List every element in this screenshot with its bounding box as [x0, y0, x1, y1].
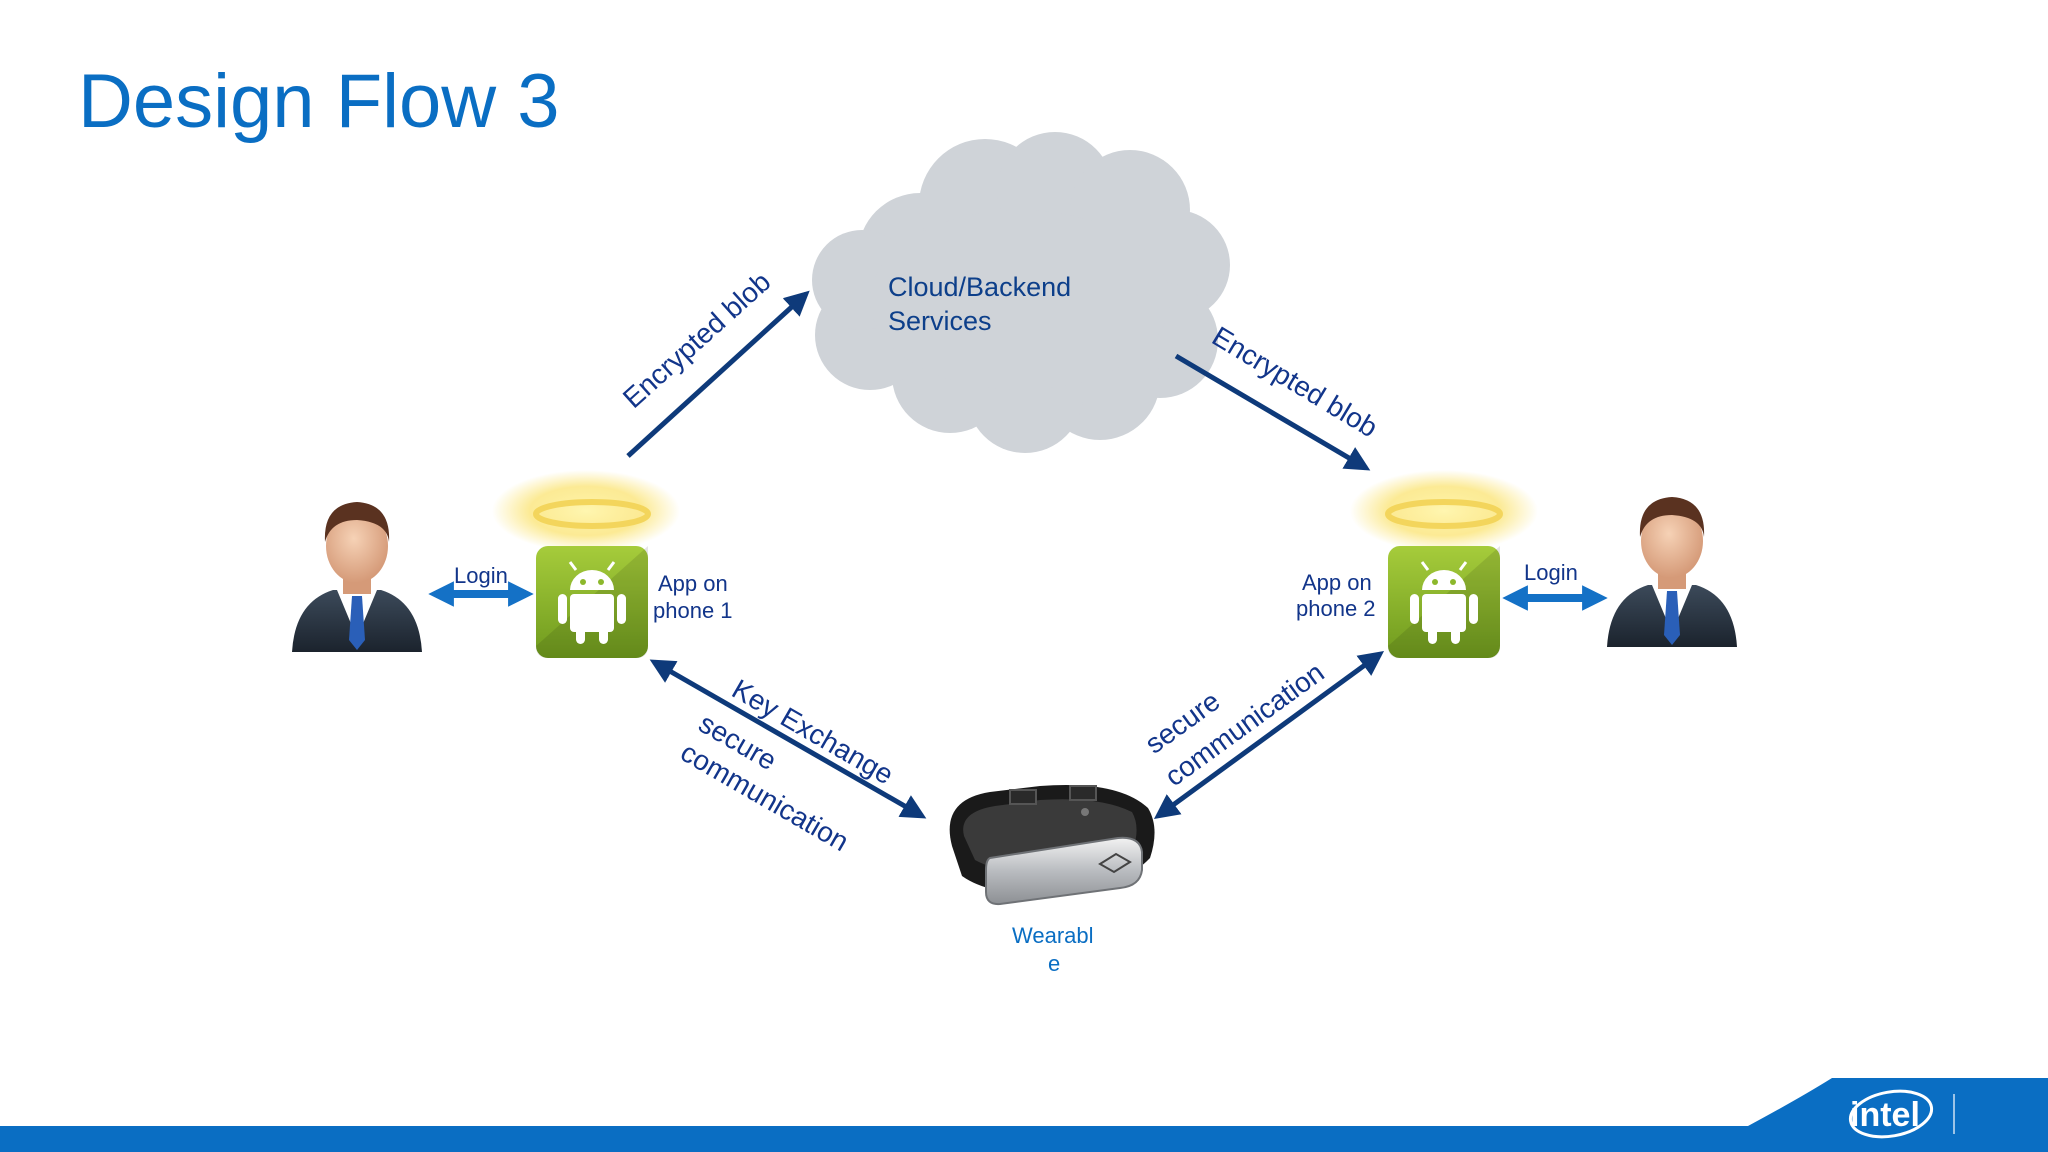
cloud-label-line1: Cloud/Backend — [888, 272, 1071, 302]
wearable-band-icon — [949, 784, 1155, 906]
intel-logo: intel — [1848, 1089, 1934, 1139]
user-avatar-left-icon — [292, 502, 422, 652]
cloud-icon — [812, 132, 1230, 453]
encrypted-blob-arrow-right — [1174, 353, 1371, 471]
footer-bar — [0, 1126, 2048, 1152]
halo-icon-left — [492, 470, 680, 552]
wearable-label-line2: e — [1048, 951, 1060, 976]
phone1-label-line2: phone 1 — [653, 598, 733, 623]
phone2-label-line1: App on — [1302, 570, 1372, 595]
halo-icon-right — [1350, 470, 1538, 552]
encrypted-blob-arrow-left — [626, 290, 810, 458]
footer-logo-tab — [1748, 1078, 2048, 1126]
slide-title: Design Flow 3 — [78, 59, 560, 144]
intel-logo-text: intel — [1850, 1096, 1920, 1134]
login-label-left: Login — [454, 563, 508, 588]
android-app-icon-left — [536, 546, 648, 658]
login-label-right: Login — [1524, 560, 1578, 585]
phone2-label-line2: phone 2 — [1296, 596, 1376, 621]
user-avatar-right-icon — [1607, 497, 1737, 647]
secure-comm-arrow-right — [1153, 651, 1385, 819]
cloud-label-line2: Services — [888, 306, 992, 336]
android-app-icon-right — [1388, 546, 1500, 658]
phone1-label-line1: App on — [658, 571, 728, 596]
wearable-label-line1: Wearabl — [1012, 923, 1094, 948]
key-exchange-arrow — [649, 659, 927, 819]
